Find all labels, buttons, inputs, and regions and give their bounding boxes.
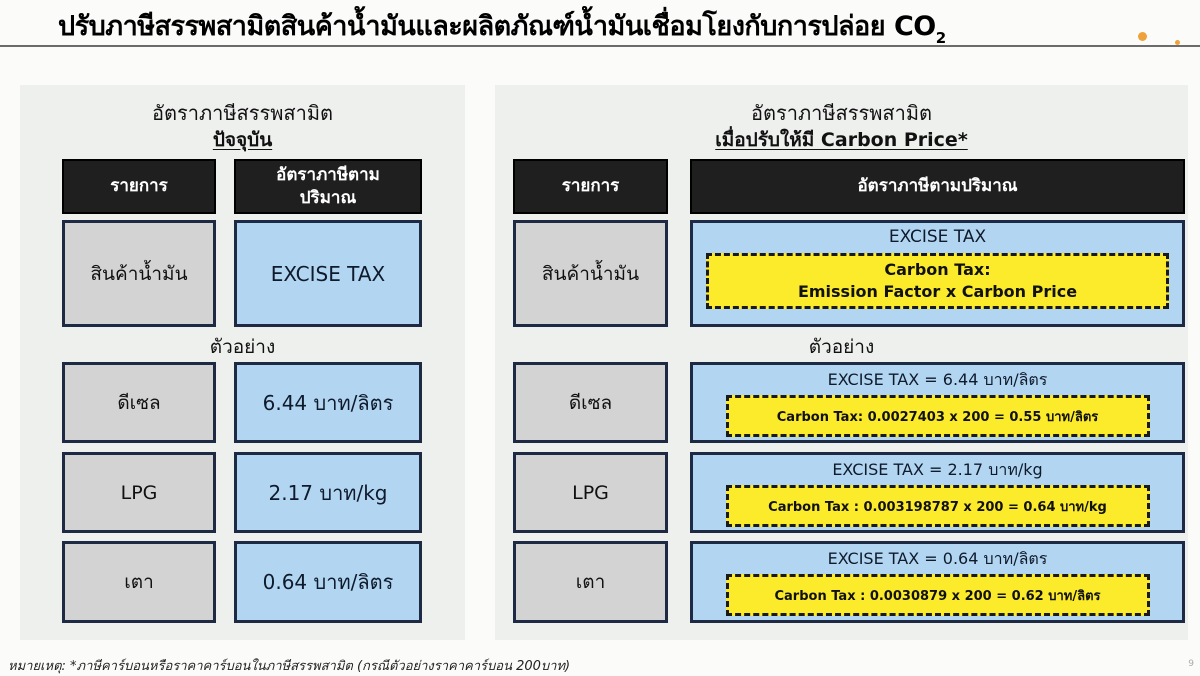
- item-text: เตา: [124, 571, 154, 593]
- left-example-item: ดีเซล: [62, 362, 216, 443]
- left-main-item: สินค้าน้ำมัน: [62, 220, 216, 327]
- item-text: LPG: [572, 481, 609, 504]
- left-example-item: LPG: [62, 452, 216, 533]
- header-text: รายการ: [110, 176, 168, 197]
- left-heading-line1: อัตราภาษีสรรพสามิต: [151, 101, 334, 125]
- decorative-dots-icon: [1125, 28, 1195, 48]
- right-example-item: เตา: [513, 541, 668, 623]
- left-example-rate: 2.17 บาท/kg: [234, 452, 422, 533]
- left-main-rate: EXCISE TAX: [234, 220, 422, 327]
- right-example-item: ดีเซล: [513, 362, 668, 443]
- carbon-tax-box: Carbon Tax : 0.003198787 x 200 = 0.64 บา…: [725, 485, 1150, 527]
- item-text: ดีเซล: [568, 391, 613, 414]
- title-divider: [0, 45, 1200, 47]
- excise-text: EXCISE TAX = 0.64 บาท/ลิตร: [827, 549, 1048, 568]
- excise-text: EXCISE TAX = 2.17 บาท/kg: [832, 460, 1043, 479]
- page-number: 9: [1188, 659, 1194, 669]
- rate-text: 0.64 บาท/ลิตร: [262, 570, 394, 594]
- header-text: อัตราภาษีตาม: [276, 164, 380, 185]
- header-text: รายการ: [561, 176, 620, 197]
- left-example-label: ตัวอย่าง: [209, 336, 276, 358]
- right-example-rate: EXCISE TAX = 6.44 บาท/ลิตร Carbon Tax: 0…: [690, 362, 1185, 443]
- footnote: หมายเหตุ: *ภาษีคาร์บอนหรือราคาคาร์บอนในภ…: [8, 659, 571, 674]
- item-text: เตา: [575, 571, 606, 593]
- right-header-item: รายการ: [513, 159, 668, 214]
- carbon-text: Carbon Tax : 0.003198787 x 200 = 0.64 บา…: [768, 499, 1107, 515]
- right-main-item: สินค้าน้ำมัน: [513, 220, 668, 327]
- left-example-item: เตา: [62, 541, 216, 623]
- co2-subscript: 2: [935, 29, 946, 47]
- item-text: LPG: [120, 481, 158, 504]
- slide-title: ปรับภาษีสรรพสามิตสินค้าน้ำมันและผลิตภัณฑ…: [58, 4, 1158, 47]
- item-text: ดีเซล: [117, 391, 161, 414]
- carbon-text: Carbon Tax : 0.0030879 x 200 = 0.62 บาท/…: [774, 588, 1101, 604]
- left-heading-line2: ปัจจุบัน: [212, 129, 273, 151]
- left-example-rate: 6.44 บาท/ลิตร: [234, 362, 422, 443]
- current-tax-panel: อัตราภาษีสรรพสามิต ปัจจุบัน รายการ อัตรา…: [20, 85, 465, 640]
- carbon-tax-box: Carbon Tax : 0.0030879 x 200 = 0.62 บาท/…: [725, 574, 1150, 616]
- rate-text: 6.44 บาท/ลิตร: [262, 390, 394, 415]
- rate-text: EXCISE TAX: [270, 261, 386, 286]
- carbon-tax-box: Carbon Tax: 0.0027403 x 200 = 0.55 บาท/ล…: [725, 395, 1150, 437]
- left-header-item: รายการ: [62, 159, 216, 214]
- carbon-price-panel: อัตราภาษีสรรพสามิต เมื่อปรับให้มี Carbon…: [495, 85, 1188, 640]
- right-example-item: LPG: [513, 452, 668, 533]
- right-heading-line2: เมื่อปรับให้มี Carbon Price*: [715, 129, 968, 151]
- excise-text: EXCISE TAX: [888, 227, 987, 247]
- right-example-label: ตัวอย่าง: [808, 336, 875, 358]
- header-text: ปริมาณ: [299, 187, 357, 208]
- left-example-rate: 0.64 บาท/ลิตร: [234, 541, 422, 623]
- rate-text: 2.17 บาท/kg: [268, 480, 388, 505]
- right-example-rate: EXCISE TAX = 2.17 บาท/kg Carbon Tax : 0.…: [690, 452, 1185, 533]
- excise-text: EXCISE TAX = 6.44 บาท/ลิตร: [827, 370, 1048, 389]
- item-text: สินค้าน้ำมัน: [541, 262, 640, 285]
- left-header-rate: อัตราภาษีตาม ปริมาณ: [234, 159, 422, 214]
- right-header-rate: อัตราภาษีตามปริมาณ: [690, 159, 1185, 214]
- carbon-text: Carbon Tax:: [884, 260, 991, 280]
- carbon-text: Carbon Tax: 0.0027403 x 200 = 0.55 บาท/ล…: [776, 409, 1099, 425]
- carbon-tax-formula-box: Carbon Tax: Emission Factor x Carbon Pri…: [706, 253, 1169, 309]
- slide-title-text: ปรับภาษีสรรพสามิตสินค้าน้ำมันและผลิตภัณฑ…: [58, 11, 936, 42]
- header-text: อัตราภาษีตามปริมาณ: [857, 176, 1018, 197]
- carbon-text: Emission Factor x Carbon Price: [797, 282, 1078, 301]
- item-text: สินค้าน้ำมัน: [90, 262, 188, 285]
- right-heading-line1: อัตราภาษีสรรพสามิต: [750, 101, 933, 125]
- right-example-rate: EXCISE TAX = 0.64 บาท/ลิตร Carbon Tax : …: [690, 541, 1185, 623]
- right-main-rate: EXCISE TAX Carbon Tax: Emission Factor x…: [690, 220, 1185, 327]
